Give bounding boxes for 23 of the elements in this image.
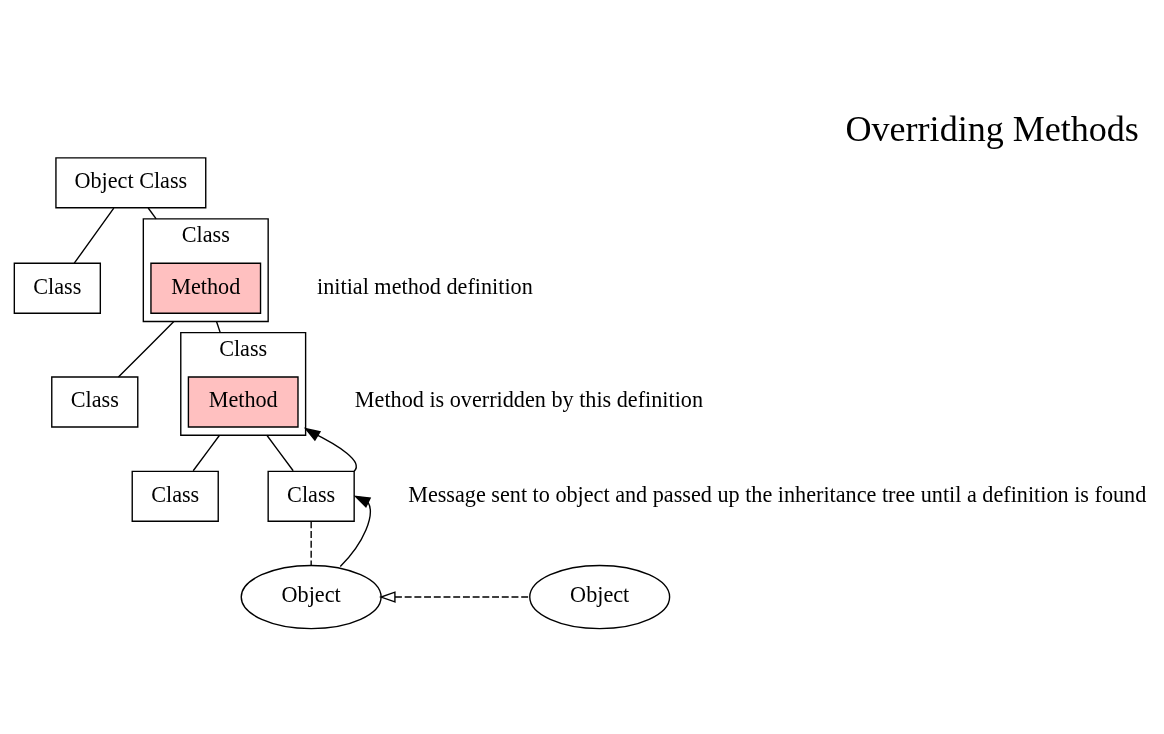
node-ellipse: Object <box>529 564 671 629</box>
node-box: Class <box>131 470 219 522</box>
node-label: Message sent to object and passed up the inheritance tree until a definition is found <box>408 481 1147 507</box>
connector <box>215 320 221 333</box>
node-label: initial method definition <box>317 273 533 299</box>
node-box: Class <box>51 375 139 428</box>
node-box: Class <box>267 470 355 522</box>
arrow <box>378 590 531 603</box>
node-box: Class <box>13 262 101 314</box>
node-label: Method is overridden by this definition <box>354 386 704 412</box>
connector <box>192 434 221 471</box>
diagram-title: Overriding Methods <box>845 108 1139 149</box>
node-box: Method <box>187 375 299 428</box>
connector <box>73 206 115 264</box>
connector <box>310 520 312 566</box>
node-ellipse: Object <box>240 564 382 629</box>
connector <box>117 320 175 378</box>
node-box: Object Class <box>55 156 207 208</box>
arrow <box>339 494 372 567</box>
node-box: Method <box>150 262 262 314</box>
arrow <box>303 427 357 472</box>
connector <box>266 434 294 471</box>
connector <box>147 206 157 220</box>
